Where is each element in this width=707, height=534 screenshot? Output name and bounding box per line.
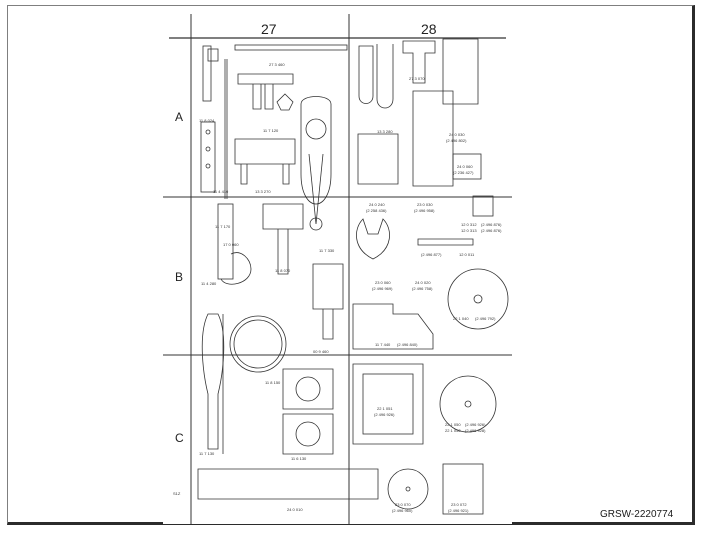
part-number: (2 258 436)	[366, 208, 387, 213]
part-number: 22 1 051	[377, 406, 393, 411]
part-number: 00 9 460	[313, 349, 329, 354]
part-number: 12 0 313	[461, 228, 477, 233]
part-number: (2 496 921)	[448, 508, 469, 513]
part-number: (2 496 969)	[372, 286, 393, 291]
part-number: 11 4 280	[201, 281, 217, 286]
part-number: 23 0 060	[375, 280, 391, 285]
part-number: (2 496 926)	[374, 412, 395, 417]
part-number: 17 0 060	[223, 242, 239, 247]
part-number: 12 0 011	[459, 252, 475, 257]
part-number: 24 0 060	[457, 164, 473, 169]
part-number: (2 496 802)	[446, 138, 467, 143]
part-number: 22 1 040	[453, 316, 469, 321]
part-number: (2 496 958)	[414, 208, 435, 213]
part-number: 11 7 120	[263, 128, 279, 133]
part-number: 24 0 030	[449, 132, 465, 137]
part-number: 11 8 070	[275, 268, 291, 273]
part-number: 11 7 130	[199, 451, 215, 456]
part-number: 27 3 070	[409, 76, 425, 81]
part-number: 22 1 052	[445, 428, 461, 433]
part-number: 11 7 330	[319, 248, 335, 253]
part-number: (2 496 928)	[465, 428, 486, 433]
part-number: (2 496 876)	[481, 228, 502, 233]
part-number: (2 496 926)	[465, 422, 486, 427]
part-number: 23 0 072	[451, 502, 467, 507]
part-number: (2 496 758)	[412, 286, 433, 291]
part-number: 23 0 070	[395, 502, 411, 507]
part-number: (2 496 877)	[421, 252, 442, 257]
part-number: 12 0 312	[461, 222, 477, 227]
column-label-28: 28	[421, 21, 437, 37]
corner-mark: S1Z	[173, 491, 181, 496]
part-number: 11 8 150	[265, 380, 281, 385]
part-number: (2 236 427)	[453, 170, 474, 175]
tool-drawing	[163, 14, 512, 524]
part-number: 11 8 024	[199, 118, 215, 123]
part-number: 24 0 010	[287, 507, 303, 512]
row-label-b: B	[175, 270, 184, 284]
part-number: 27 3 460	[269, 62, 285, 67]
part-number: 22 1 050	[445, 422, 461, 427]
part-number: 23 0 030	[417, 202, 433, 207]
part-number: 24 0 240	[369, 202, 385, 207]
part-number: (2 496 792)	[475, 316, 496, 321]
part-number: (2 496 876)	[481, 222, 502, 227]
part-number: (2 496 960)	[392, 508, 413, 513]
part-number: 11 6 130	[291, 456, 307, 461]
part-number: 11 4 410	[213, 189, 229, 194]
part-number: 13 3 270	[255, 189, 271, 194]
part-number: 11 7 170	[215, 224, 231, 229]
part-number: 24 0 020	[415, 280, 431, 285]
row-label-a: A	[175, 110, 184, 124]
tool-sheet: 27 28 A B C 11 8 024 27 3 460 11 7 120 1…	[163, 14, 512, 524]
part-number: 13 3 280	[377, 129, 393, 134]
reference-code: GRSW-2220774	[600, 509, 674, 520]
row-label-c: C	[175, 431, 184, 445]
part-number: (2 496 840)	[397, 342, 418, 347]
column-label-27: 27	[261, 21, 277, 37]
part-number: 11 7 440	[375, 342, 391, 347]
